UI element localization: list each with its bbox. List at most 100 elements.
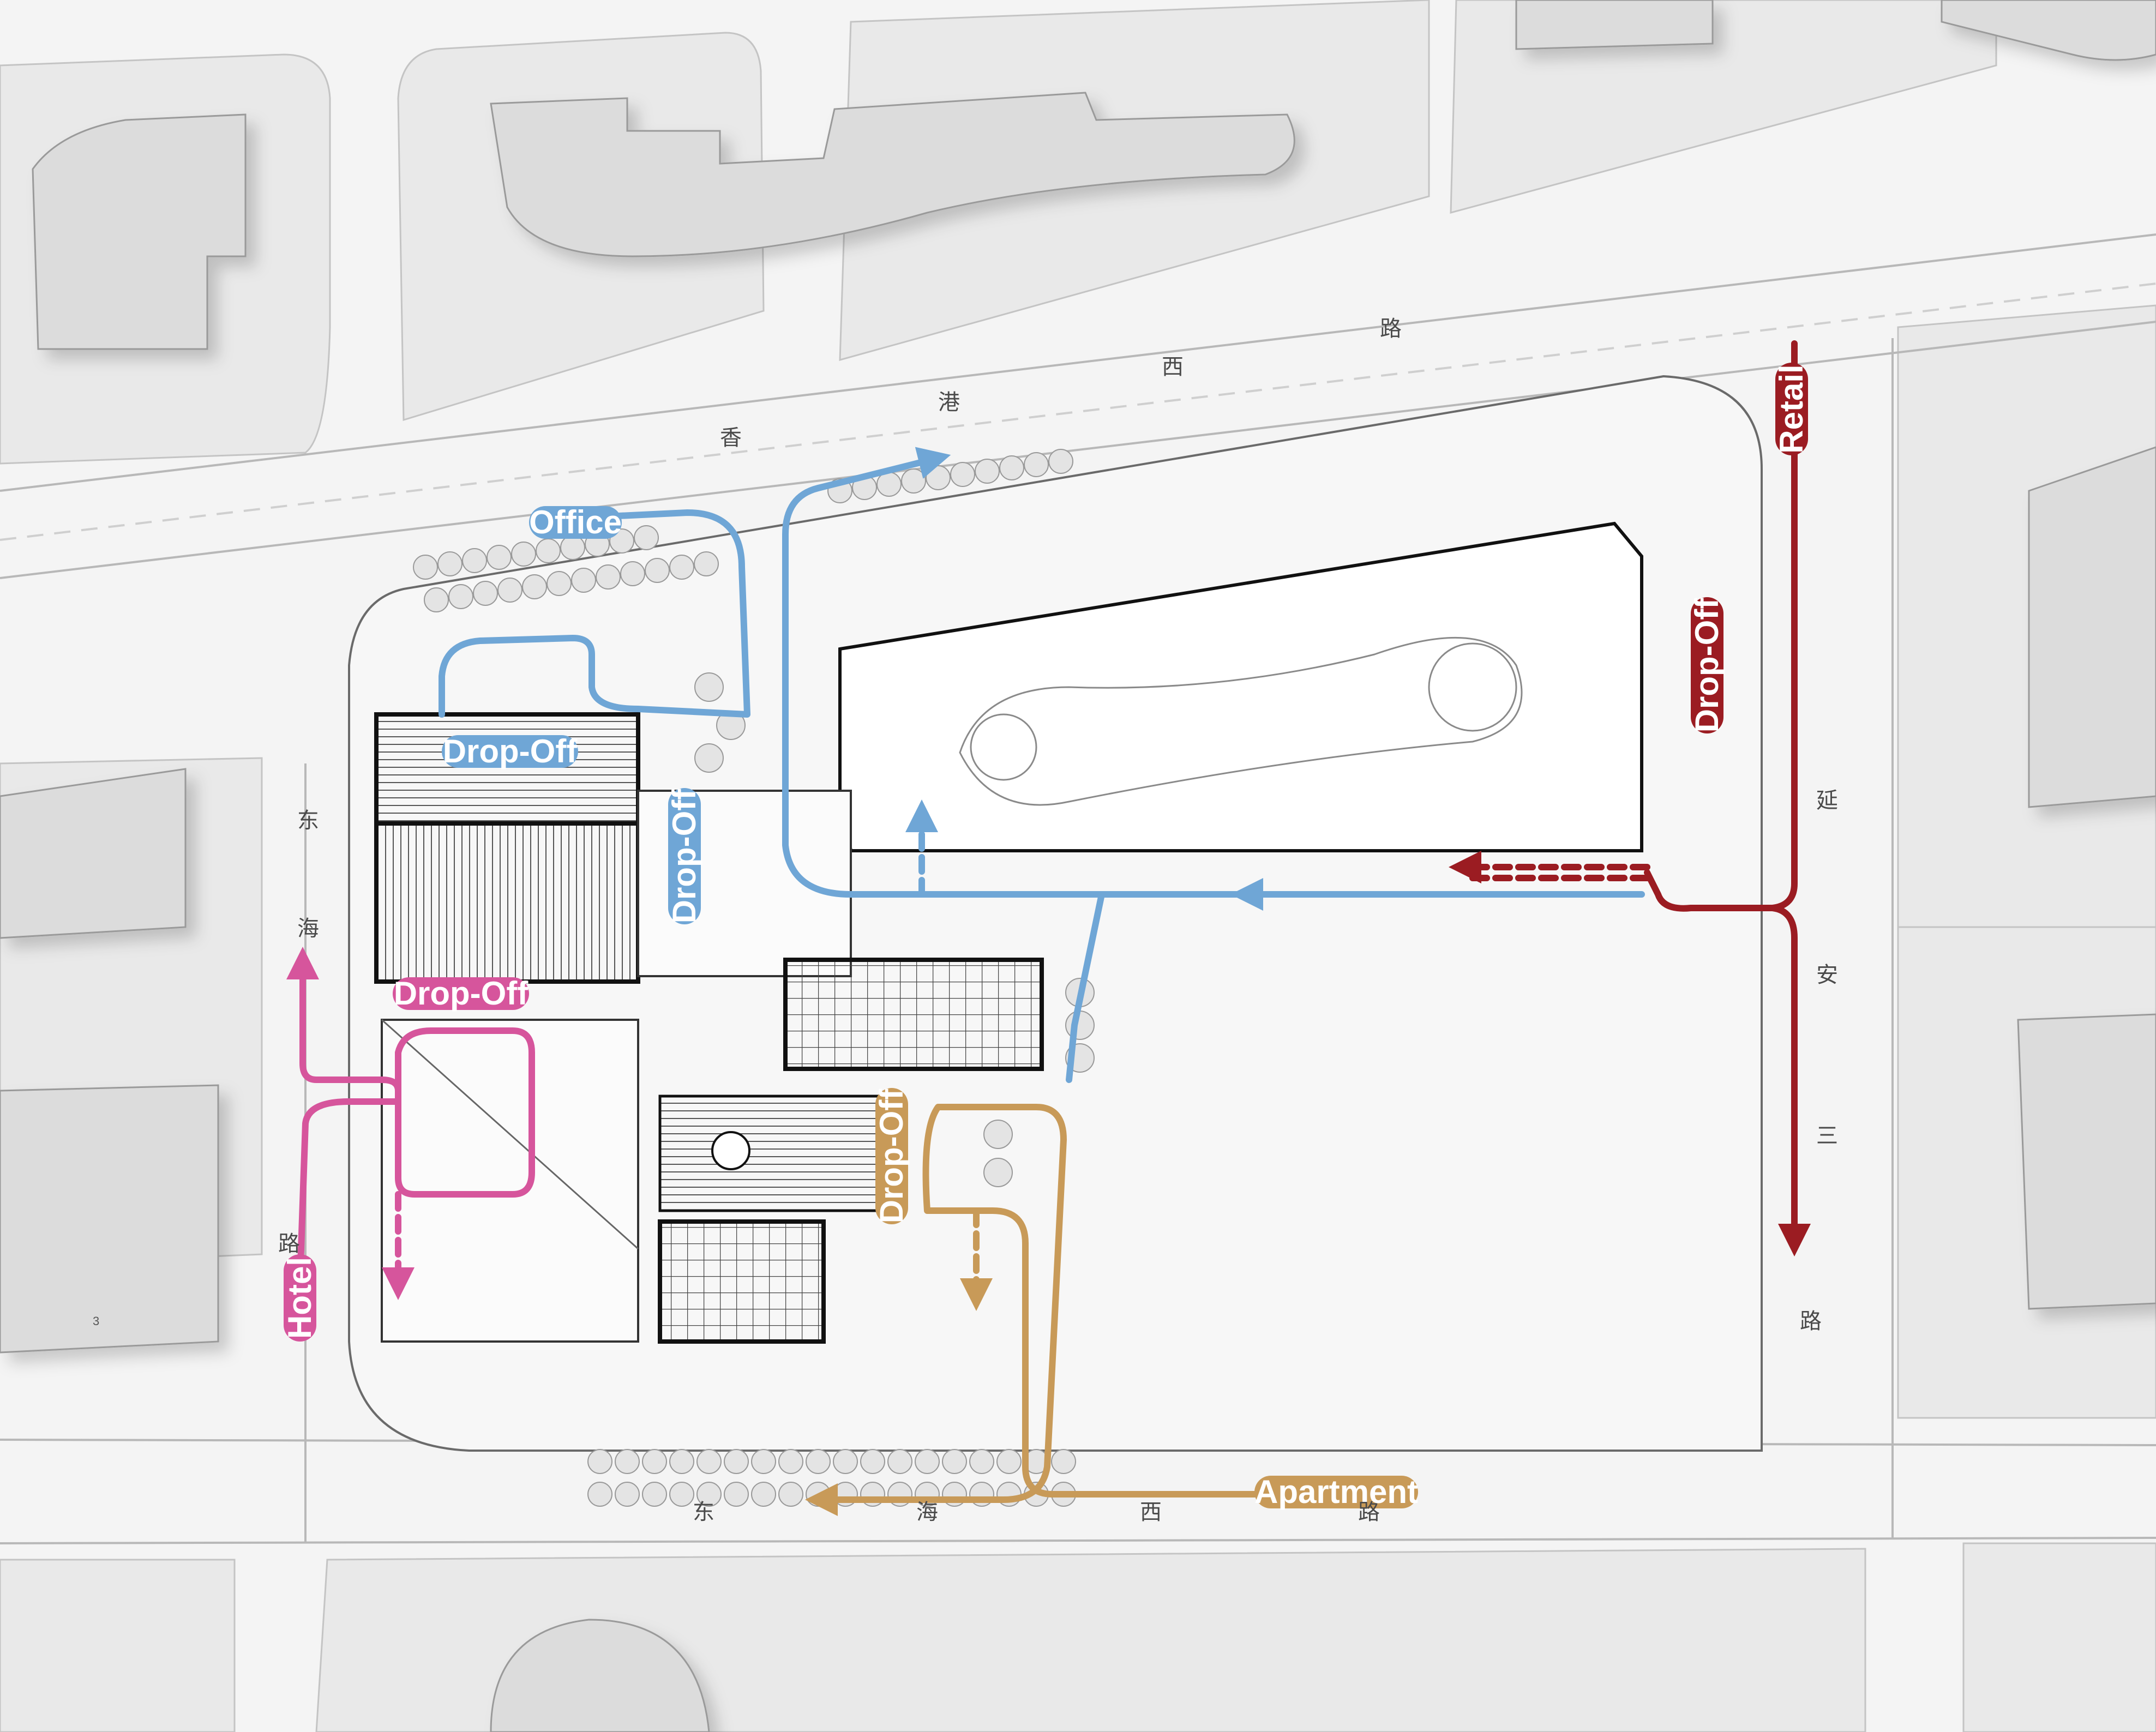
tree-icon — [634, 525, 659, 550]
tree-icon — [1048, 449, 1073, 474]
tree-icon — [751, 1482, 776, 1507]
tree-icon — [887, 1449, 912, 1474]
tree-icon — [462, 548, 487, 573]
tree-icon — [448, 584, 473, 609]
tree-icon — [950, 462, 975, 487]
hotel-route — [286, 947, 535, 1300]
office-label[interactable]: Office — [529, 504, 622, 540]
office-dropoff-west-label[interactable]: Drop-Off — [666, 788, 702, 924]
tree-icon — [969, 1449, 994, 1474]
courtyard-circle-east — [1428, 642, 1517, 732]
tree-icon — [473, 581, 498, 606]
tree-group — [413, 449, 1095, 1507]
hotel-base — [381, 1019, 639, 1343]
hotel-route-in[interactable] — [286, 947, 535, 1285]
tree-icon — [694, 672, 724, 702]
tree-icon — [778, 1482, 803, 1507]
street-west-char-3: 路 — [278, 1231, 300, 1256]
tree-icon — [926, 465, 951, 490]
apartment-block-east — [783, 958, 1044, 1071]
block-south — [315, 1548, 1866, 1732]
tree-icon — [615, 1449, 640, 1474]
apartment-route — [805, 1104, 1258, 1516]
hotel-roof-mid — [374, 821, 640, 984]
tree-icon — [497, 578, 523, 603]
hotel-base-diagonal — [381, 1019, 639, 1250]
hotel-roof-north — [374, 712, 640, 826]
tree-icon — [696, 1449, 722, 1474]
street-east-char-3: 三 — [1816, 1123, 1838, 1148]
plot-number-sw: 3 — [93, 1314, 99, 1328]
tree-icon — [1051, 1449, 1076, 1474]
tree-icon — [694, 743, 724, 773]
street-east-char-2: 安 — [1816, 963, 1838, 988]
building-south-round — [490, 1619, 710, 1732]
tree-icon — [669, 1449, 694, 1474]
tower-courtyard-curve — [959, 636, 1523, 806]
apartment-dropoff-label[interactable]: Drop-Off — [873, 1088, 910, 1224]
tree-icon — [696, 1482, 722, 1507]
tree-icon — [806, 1449, 831, 1474]
tree-icon — [901, 468, 926, 494]
apartment-courtyard — [658, 1094, 880, 1212]
tree-icon — [833, 1449, 858, 1474]
street-north-char-2: 港 — [938, 390, 960, 415]
apartment-route-out[interactable] — [805, 1104, 1258, 1516]
road-south-edge-1 — [0, 1537, 2156, 1544]
block-north-3 — [1450, 0, 1997, 214]
building-nw — [32, 113, 247, 350]
apartment-label[interactable]: Apartment — [1254, 1474, 1419, 1510]
tree-icon — [669, 1482, 694, 1507]
tree-icon — [975, 459, 1000, 484]
tree-icon — [587, 1482, 612, 1507]
tree-icon — [487, 545, 512, 570]
tree-icon — [724, 1482, 749, 1507]
tree-icon — [669, 555, 694, 580]
tree-icon — [645, 558, 670, 583]
courtyard-circle-west — [970, 713, 1037, 781]
office-route-main[interactable] — [782, 447, 951, 718]
retail-route-main[interactable] — [1644, 340, 1798, 912]
block-sw — [0, 1559, 236, 1732]
street-west-char-1: 东 — [297, 808, 319, 833]
building-east-2 — [2017, 1013, 2156, 1310]
tree-icon — [536, 538, 561, 563]
tree-icon — [522, 574, 547, 599]
building-sw — [0, 1084, 219, 1354]
hotel-dropoff-label[interactable]: Drop-Off — [393, 975, 529, 1012]
office-route-east-spine — [1066, 891, 1105, 1083]
tree-icon — [999, 455, 1024, 480]
office-route-south — [782, 711, 1645, 898]
office-dropoff-north-label[interactable]: Drop-Off — [442, 733, 578, 769]
tree-icon — [983, 1158, 1013, 1187]
tree-icon — [596, 564, 621, 590]
retail-route — [1449, 340, 1811, 1256]
street-north-char-3: 西 — [1162, 354, 1184, 380]
tree-icon — [942, 1449, 967, 1474]
street-south-char-4: 路 — [1358, 1500, 1380, 1525]
office-route-loop — [439, 509, 750, 718]
street-east-char-1: 延 — [1816, 788, 1838, 813]
tree-icon — [571, 568, 596, 593]
building-east-1 — [2028, 446, 2156, 808]
retail-label[interactable]: Retail — [1773, 363, 1810, 455]
courtyard-fountain — [711, 1131, 750, 1170]
tree-icon — [983, 1120, 1013, 1149]
tree-icon — [642, 1449, 667, 1474]
building-north-curved — [490, 92, 1295, 257]
street-west-char-2: 海 — [297, 916, 319, 941]
tree-icon — [511, 542, 536, 567]
tree-icon — [1065, 1011, 1095, 1040]
street-east-char-4: 路 — [1800, 1309, 1822, 1334]
street-north-char-4: 路 — [1380, 316, 1402, 341]
tree-icon — [724, 1449, 749, 1474]
retail-route-south[interactable] — [1769, 905, 1811, 1256]
hotel-label[interactable]: Hotel — [281, 1254, 318, 1342]
retail-dropoff-label[interactable]: Drop-Off — [1689, 597, 1725, 733]
tree-icon — [615, 1482, 640, 1507]
block-se — [1962, 1542, 2156, 1732]
road-north-edge-1 — [0, 233, 2156, 492]
tree-icon — [424, 587, 449, 612]
tree-icon — [413, 555, 438, 580]
